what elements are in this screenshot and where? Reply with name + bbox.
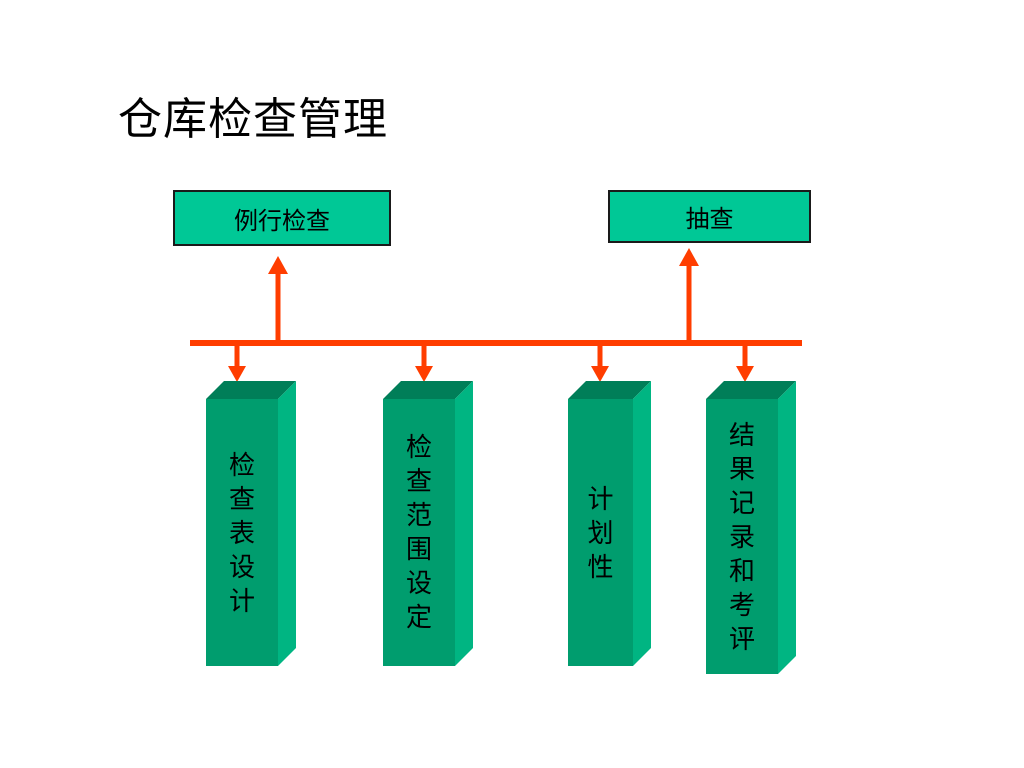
column-label-char: 性: [587, 553, 614, 583]
routine-inspection-box: 例行检查: [173, 190, 391, 246]
column-label-char: 评: [728, 625, 755, 655]
column-label-char: 果: [728, 455, 755, 485]
down-arrow-1: [228, 343, 246, 382]
page-title: 仓库检查管理: [118, 94, 388, 145]
column-scope-setting: 检查范围设定: [383, 381, 473, 666]
column-label-char: 录: [728, 523, 755, 553]
column-label-char: 范: [405, 501, 432, 531]
column-label-char: 计: [587, 485, 614, 515]
up-arrow-routine: [268, 256, 288, 343]
column-label-char: 查: [405, 467, 432, 497]
column-label-char: 检: [228, 451, 255, 481]
column-label-char: 查: [228, 485, 255, 515]
column-label-char: 结: [728, 421, 755, 451]
down-arrow-3: [591, 343, 609, 382]
column-label-1: 检查表设计: [206, 449, 278, 619]
column-label-char: 记: [728, 489, 755, 519]
column-planning: 计划性: [568, 381, 651, 666]
column-label-char: 定: [405, 603, 432, 633]
down-arrow-4: [736, 343, 754, 382]
column-label-char: 检: [405, 433, 432, 463]
routine-inspection-label: 例行检查: [234, 206, 330, 235]
column-label-char: 计: [228, 587, 255, 617]
column-label-char: 划: [587, 519, 614, 549]
column-label-char: 考: [728, 591, 755, 621]
column-label-2: 检查范围设定: [383, 431, 455, 635]
column-label-char: 设: [405, 569, 432, 599]
column-label-char: 设: [228, 553, 255, 583]
column-label-4: 结果记录和考评: [706, 419, 778, 657]
column-result-evaluation: 结果记录和考评: [706, 381, 796, 674]
column-label-char: 和: [728, 557, 755, 587]
column-checklist-design: 检查表设计: [206, 381, 296, 666]
spot-check-label: 抽查: [685, 205, 734, 233]
column-label-3: 计划性: [568, 483, 633, 585]
up-arrow-spot: [679, 248, 699, 343]
column-label-char: 表: [228, 519, 255, 549]
down-arrow-2: [415, 343, 433, 382]
spot-check-box: 抽查: [608, 190, 811, 243]
column-label-char: 围: [405, 535, 432, 565]
